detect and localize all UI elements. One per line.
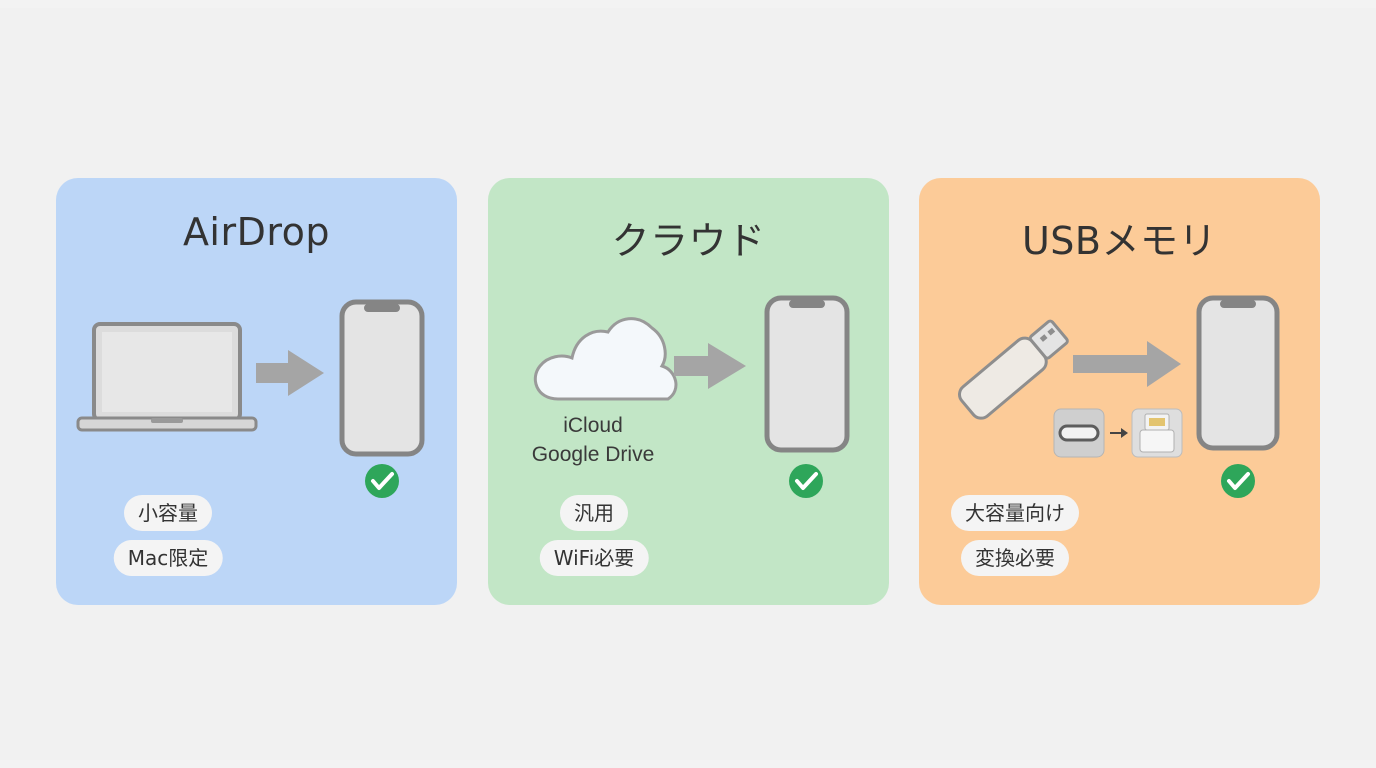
check-circle-icon (365, 464, 399, 498)
arrow-right-icon (1110, 428, 1128, 438)
cloud-service-label: iCloud (563, 414, 623, 437)
smartphone-icon (764, 295, 850, 453)
tag-pill: 大容量向け (951, 495, 1079, 531)
usb-c-connector-icon (1053, 408, 1105, 458)
arrow-right-icon (674, 343, 746, 389)
usb-title: USBメモリ (1021, 219, 1217, 263)
arrow-right-icon (1073, 341, 1181, 387)
lightning-connector-icon (1131, 408, 1183, 458)
tag-pill: 変換必要 (961, 540, 1069, 576)
cloud-icon (534, 317, 678, 401)
smartphone-icon (339, 299, 425, 457)
laptop-icon (76, 322, 258, 432)
smartphone-icon (1196, 295, 1280, 451)
diagram-canvas: AirDrop 小容量 Mac限定 クラウド (0, 8, 1376, 760)
tag-pill: 小容量 (124, 495, 212, 531)
airdrop-panel: AirDrop 小容量 Mac限定 (56, 178, 457, 605)
check-circle-icon (789, 464, 823, 498)
usb-drive-icon (958, 319, 1069, 420)
cloud-title: クラウド (611, 219, 766, 263)
airdrop-title: AirDrop (182, 210, 331, 254)
tag-pill: 汎用 (560, 495, 628, 531)
cloud-panel: クラウド iCloud Google Drive 汎用 WiFi必要 (488, 178, 889, 605)
usb-panel: USBメモリ (919, 178, 1320, 605)
arrow-right-icon (256, 350, 324, 396)
tag-pill: WiFi必要 (539, 540, 649, 576)
check-circle-icon (1221, 464, 1255, 498)
tag-pill: Mac限定 (113, 540, 223, 576)
cloud-service-label: Google Drive (531, 443, 655, 466)
